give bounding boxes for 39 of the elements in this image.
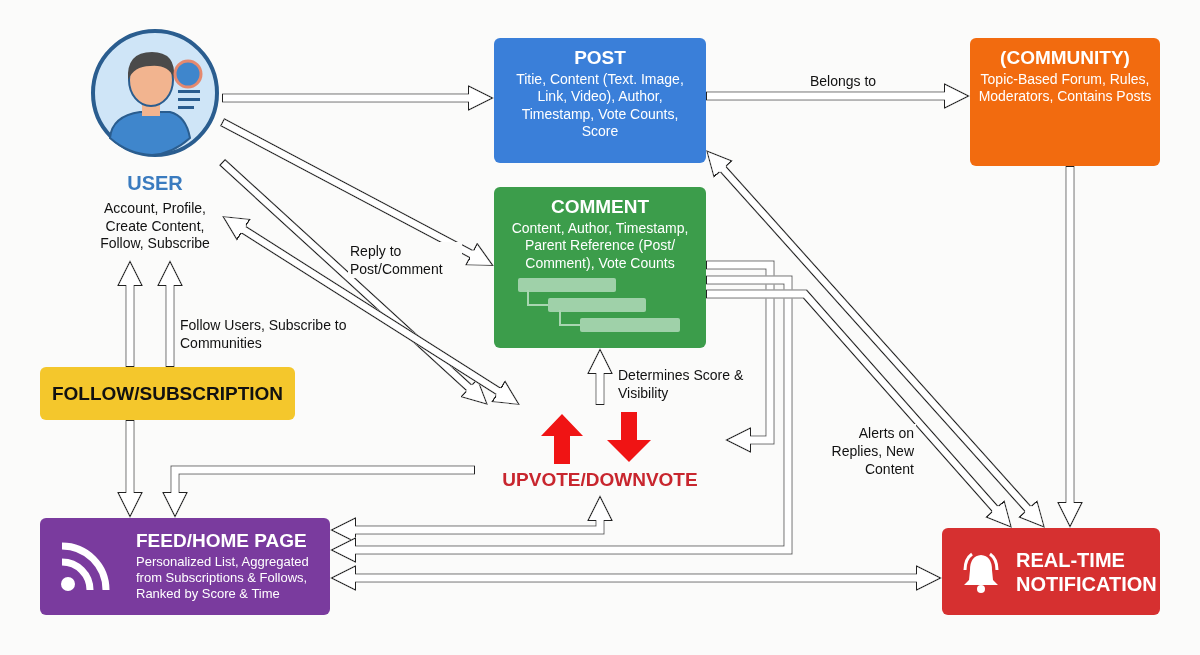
entity-card: [40, 518, 330, 615]
arrow: [222, 216, 520, 405]
arrow: [157, 260, 183, 367]
node-title: USER: [126, 172, 184, 195]
card-title: POST: [574, 48, 626, 69]
edge-label: Belongs to: [808, 72, 879, 91]
card-description: Topic-Based Forum, Rules, Moderators, Contains Posts: [978, 70, 1152, 106]
arrow: [222, 85, 494, 111]
entity-card: [970, 38, 1160, 166]
arrow: [330, 495, 613, 543]
arrow: [1057, 166, 1083, 528]
node-description: Account, Profile, Create Content, Follow, Subscribe: [99, 200, 211, 253]
vote-label: UPVOTE/DOWNVOTE: [501, 469, 699, 491]
arrow: [117, 260, 143, 367]
arrow: [162, 465, 475, 518]
card-description: Titie, Content (Text. Image, Link, Video), Author, Timestamp, Vote Counts, Score: [515, 70, 685, 141]
arrow: [587, 348, 613, 405]
arrow: [218, 158, 488, 405]
card-title: FEED/HOME PAGE: [136, 530, 308, 552]
card-title: REAL-TIME NOTIFICATION: [1016, 547, 1157, 596]
entity-card: [494, 187, 706, 348]
card-title: (COMMUNITY): [1000, 48, 1130, 69]
arrow: [117, 420, 143, 518]
card-description: Content, Author, Timestamp, Parent Reference (Post/ Comment), Vote Counts: [510, 219, 690, 273]
arrow: [706, 289, 1012, 528]
entity-card: [494, 38, 706, 163]
entity-card: [942, 528, 1160, 615]
edge-label: Determines Score & Visibility: [616, 366, 746, 403]
card-title: FOLLOW/SUBSCRIPTION: [51, 382, 284, 405]
arrow: [330, 275, 793, 563]
card-title: COMMENT: [550, 197, 650, 218]
arrow: [219, 118, 494, 266]
edge-label: Reply to Post/Comment: [348, 242, 462, 279]
card-description: Personalized List, Aggregated from Subscriptions & Follows, Ranked by Score & Time: [136, 553, 310, 603]
arrow: [706, 260, 775, 453]
entity-card: [40, 367, 295, 420]
arrow: [706, 83, 970, 109]
arrow: [706, 150, 1045, 528]
arrow: [330, 565, 942, 591]
